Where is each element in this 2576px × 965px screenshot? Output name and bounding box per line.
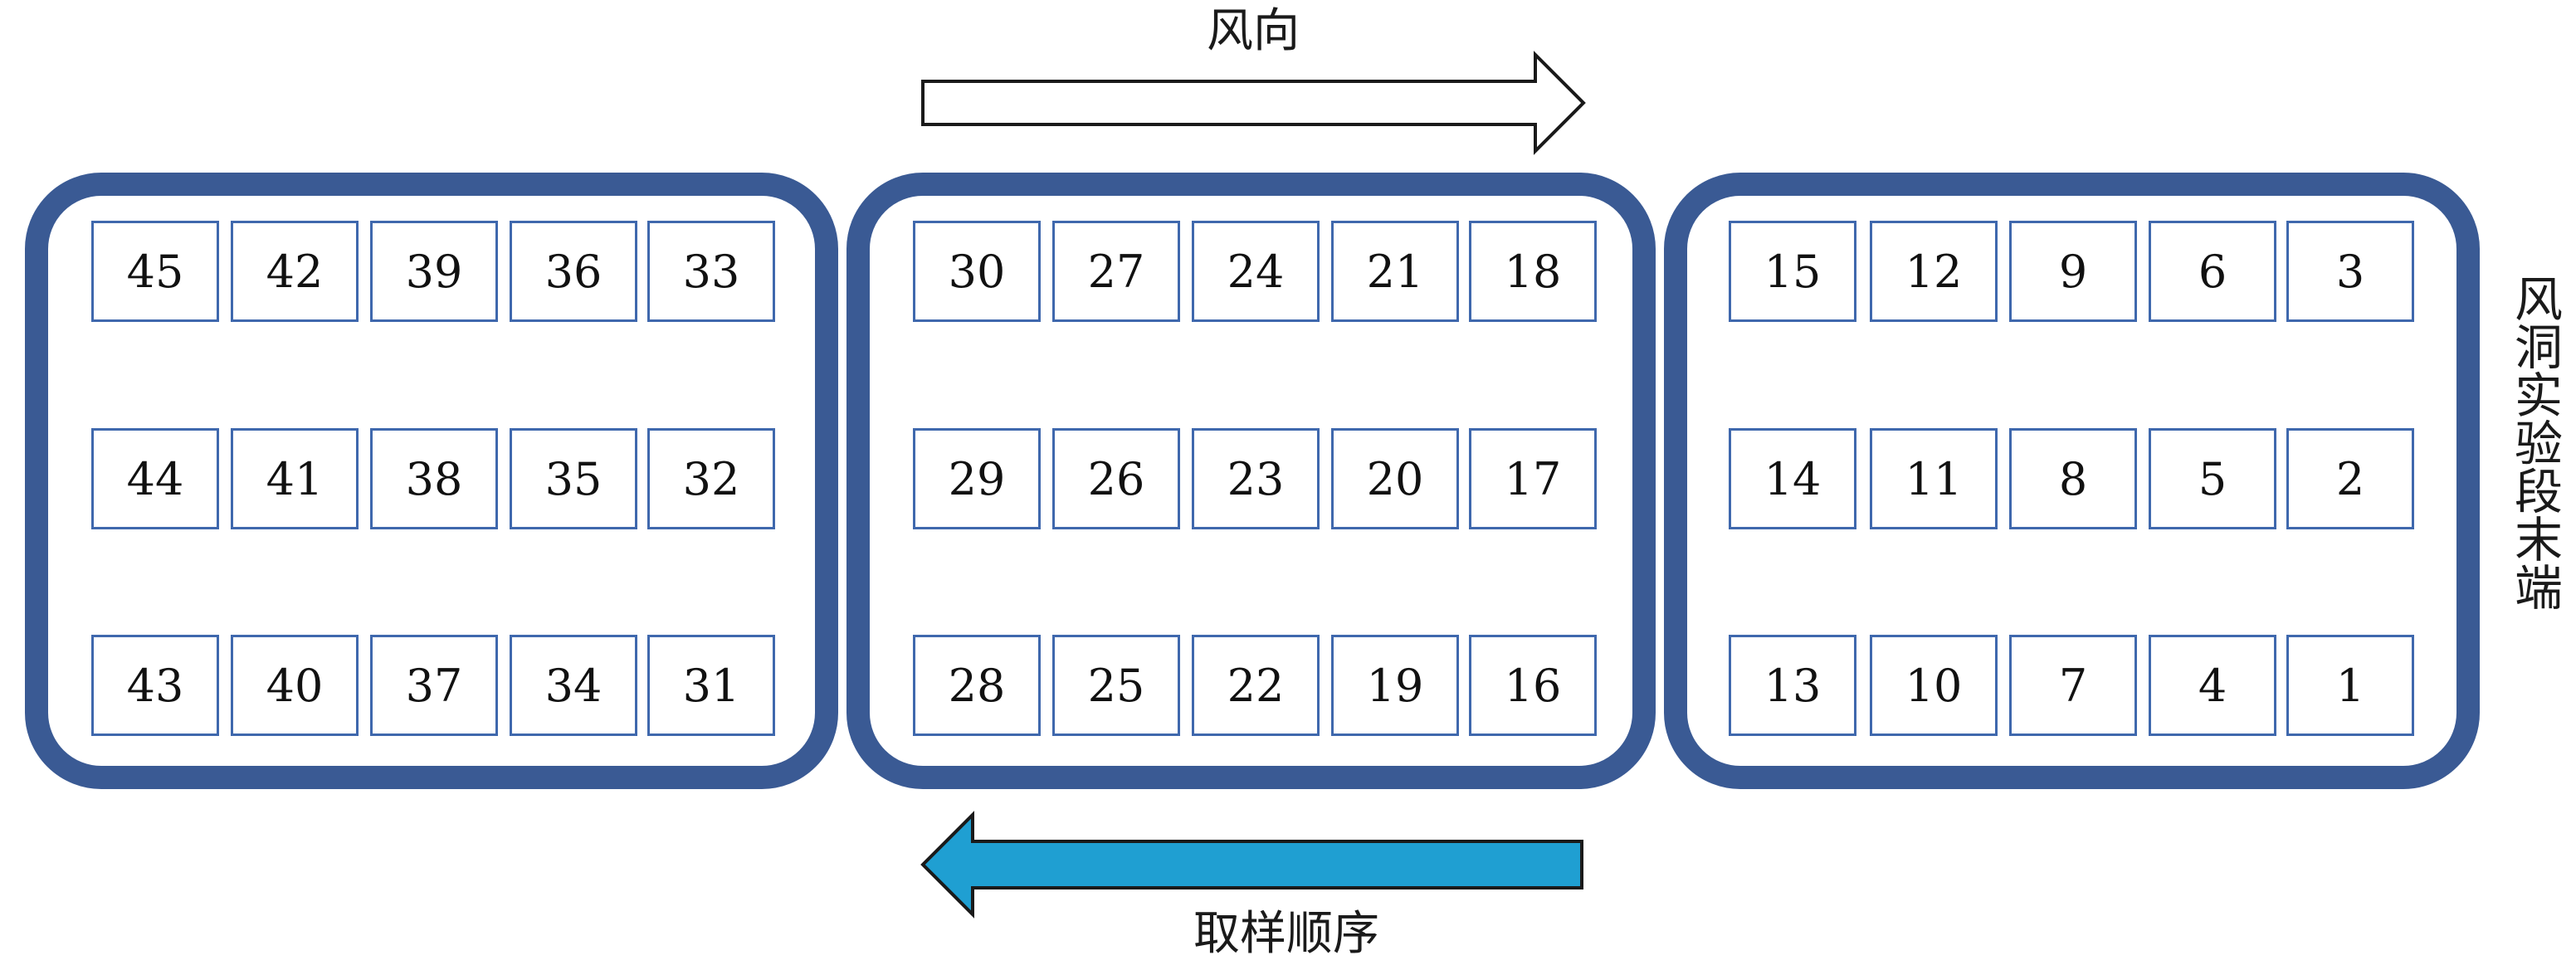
grid-cell: 20 bbox=[1331, 428, 1459, 529]
grid-cell: 31 bbox=[647, 635, 775, 736]
grid-cell: 13 bbox=[1729, 635, 1856, 736]
grid-cell: 27 bbox=[1052, 221, 1180, 322]
grid-cell: 11 bbox=[1870, 428, 1998, 529]
grid-cell: 16 bbox=[1469, 635, 1597, 736]
grid-cell: 32 bbox=[647, 428, 775, 529]
sampling-order-arrow bbox=[920, 811, 1583, 919]
grid-cell: 21 bbox=[1331, 221, 1459, 322]
wind-direction-arrow bbox=[921, 51, 1586, 155]
grid-cell: 24 bbox=[1192, 221, 1320, 322]
grid-cell: 43 bbox=[91, 635, 219, 736]
grid-cell: 1 bbox=[2286, 635, 2414, 736]
grid-cell: 26 bbox=[1052, 428, 1180, 529]
grid-cell: 6 bbox=[2149, 221, 2276, 322]
grid-cell: 28 bbox=[913, 635, 1041, 736]
grid-cell: 38 bbox=[370, 428, 498, 529]
grid-cell: 30 bbox=[913, 221, 1041, 322]
grid-cell: 3 bbox=[2286, 221, 2414, 322]
grid-cell: 34 bbox=[510, 635, 637, 736]
grid-cell: 10 bbox=[1870, 635, 1998, 736]
grid-cell: 39 bbox=[370, 221, 498, 322]
grid-cell: 41 bbox=[231, 428, 359, 529]
grid-cell: 44 bbox=[91, 428, 219, 529]
grid-cell: 5 bbox=[2149, 428, 2276, 529]
grid-cell: 2 bbox=[2286, 428, 2414, 529]
grid-cell: 42 bbox=[231, 221, 359, 322]
grid-cell: 22 bbox=[1192, 635, 1320, 736]
grid-cell: 19 bbox=[1331, 635, 1459, 736]
grid-cell: 18 bbox=[1469, 221, 1597, 322]
grid-cell: 12 bbox=[1870, 221, 1998, 322]
grid-cell: 45 bbox=[91, 221, 219, 322]
tunnel-end-label: 风洞实验段末端 bbox=[2506, 274, 2563, 611]
grid-cell: 35 bbox=[510, 428, 637, 529]
grid-cell: 9 bbox=[2009, 221, 2137, 322]
grid-cell: 25 bbox=[1052, 635, 1180, 736]
wind-direction-label: 风向 bbox=[1207, 4, 1300, 58]
grid-cell: 36 bbox=[510, 221, 637, 322]
sampling-order-label: 取样顺序 bbox=[1193, 907, 1379, 961]
grid-cell: 15 bbox=[1729, 221, 1856, 322]
grid-cell: 14 bbox=[1729, 428, 1856, 529]
grid-cell: 17 bbox=[1469, 428, 1597, 529]
grid-cell: 33 bbox=[647, 221, 775, 322]
grid-cell: 37 bbox=[370, 635, 498, 736]
grid-cell: 8 bbox=[2009, 428, 2137, 529]
grid-cell: 29 bbox=[913, 428, 1041, 529]
grid-cell: 23 bbox=[1192, 428, 1320, 529]
grid-cell: 7 bbox=[2009, 635, 2137, 736]
grid-cell: 40 bbox=[231, 635, 359, 736]
grid-cell: 4 bbox=[2149, 635, 2276, 736]
